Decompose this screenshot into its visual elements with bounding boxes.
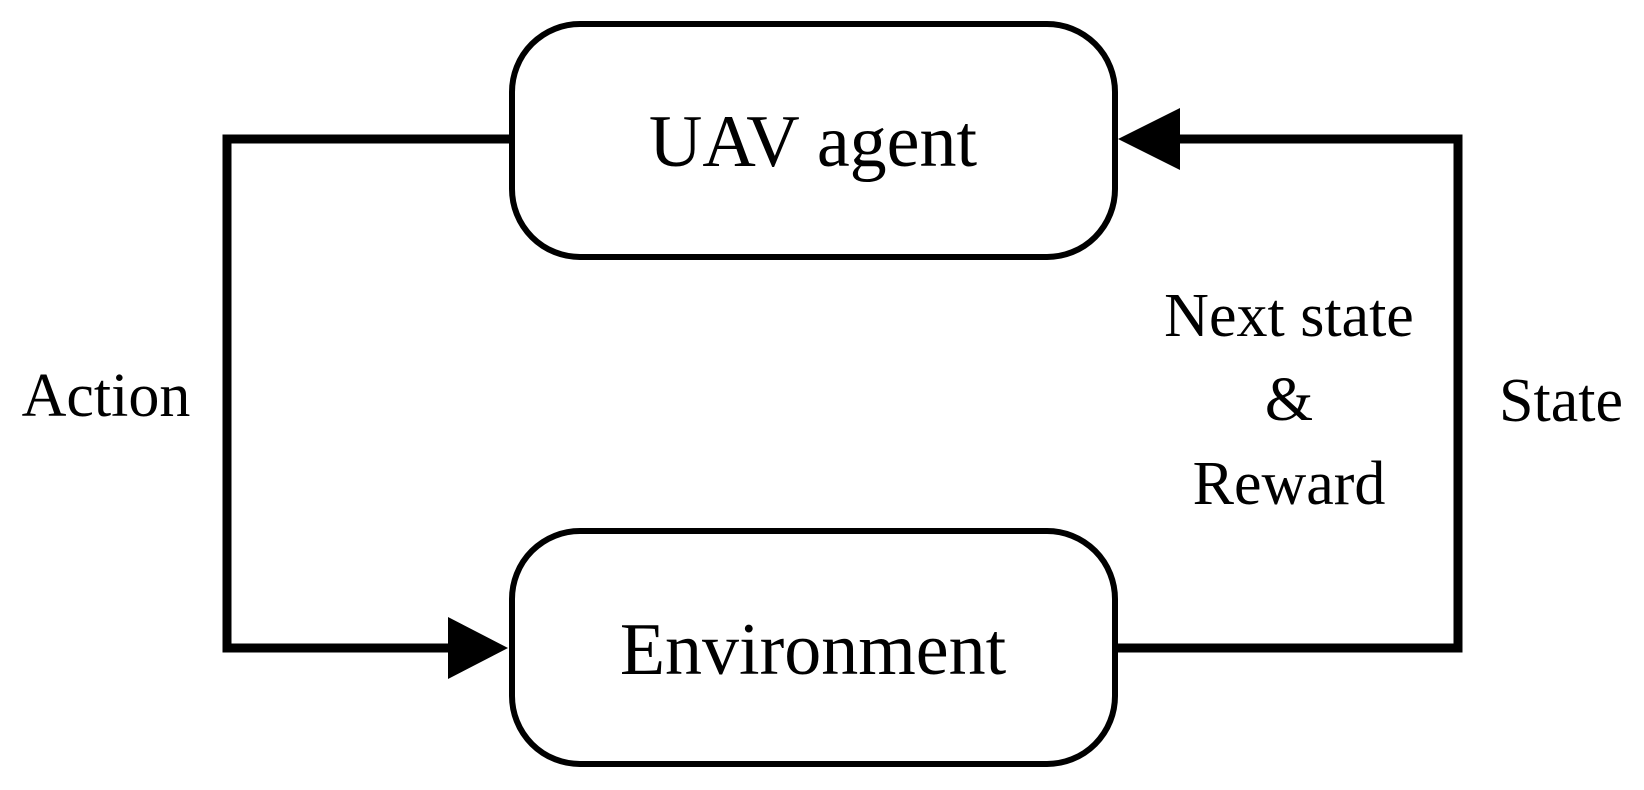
state-label: State <box>1499 367 1623 435</box>
action-label: Action <box>22 362 191 430</box>
feedback-label-line1: Next state <box>1164 282 1414 350</box>
feedback-label-line2: & <box>1265 366 1313 434</box>
state-arrowhead <box>1118 108 1180 170</box>
environment-node: Environment <box>509 528 1118 767</box>
environment-box <box>509 528 1118 767</box>
agent-box <box>509 21 1118 260</box>
environment-label: Environment <box>620 609 1007 691</box>
feedback-label-line3: Reward <box>1193 450 1386 518</box>
agent-label: UAV agent <box>649 101 978 183</box>
agent-node: UAV agent <box>509 21 1118 260</box>
action-arrowhead <box>448 617 508 679</box>
action-connector <box>222 134 512 653</box>
state-connector <box>1115 134 1463 653</box>
